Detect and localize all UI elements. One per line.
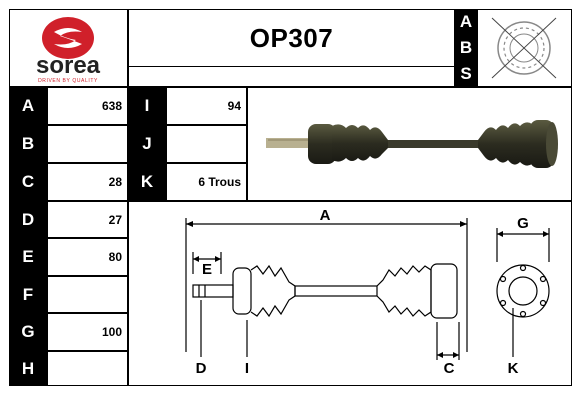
title-subcell bbox=[128, 66, 455, 87]
dim-label-i: I bbox=[245, 360, 249, 377]
row-value-b bbox=[47, 125, 128, 163]
row-label-k: K bbox=[128, 163, 166, 201]
row-label-j: J bbox=[128, 125, 166, 163]
row-value-k: 6 Trous bbox=[166, 163, 247, 201]
abs-ring-crossed-icon bbox=[491, 17, 557, 79]
row-value-h bbox=[47, 351, 128, 386]
row-label-a: A bbox=[9, 87, 47, 125]
dim-label-e: E bbox=[202, 261, 212, 278]
dim-label-g: G bbox=[517, 215, 529, 232]
product-photo-cell bbox=[247, 87, 572, 201]
row-value-c: 28 bbox=[47, 163, 128, 201]
dim-label-c: C bbox=[444, 360, 455, 377]
row-label-d: D bbox=[9, 201, 47, 238]
row-value-a: 638 bbox=[47, 87, 128, 125]
row-label-c: C bbox=[9, 163, 47, 201]
row-label-e: E bbox=[9, 238, 47, 276]
part-number-title: OP307 bbox=[128, 9, 455, 67]
abs-letter-a: A bbox=[455, 9, 477, 35]
row-value-g: 100 bbox=[47, 313, 128, 351]
dim-label-a: A bbox=[320, 207, 331, 224]
row-value-e: 80 bbox=[47, 238, 128, 276]
row-label-h: H bbox=[9, 351, 47, 386]
row-label-i: I bbox=[128, 87, 166, 125]
logo-swirl bbox=[54, 28, 82, 48]
abs-ring-cell bbox=[477, 9, 572, 87]
row-value-i: 94 bbox=[166, 87, 247, 125]
shaft-drawing bbox=[192, 263, 550, 319]
drive-shaft-photo bbox=[266, 120, 558, 168]
dimension-diagram-cell: A E G D I C K bbox=[128, 201, 572, 386]
logo-badge bbox=[42, 17, 94, 59]
row-value-d: 27 bbox=[47, 201, 128, 238]
row-label-f: F bbox=[9, 276, 47, 313]
logo-wordmark: sorea bbox=[36, 52, 101, 79]
row-value-j bbox=[166, 125, 247, 163]
logo-cell: sorea DRIVEN BY QUALITY bbox=[9, 9, 128, 87]
dim-label-k: K bbox=[508, 360, 519, 377]
row-label-g: G bbox=[9, 313, 47, 351]
logo-tagline: DRIVEN BY QUALITY bbox=[38, 78, 98, 84]
row-value-f bbox=[47, 276, 128, 313]
row-label-b: B bbox=[9, 125, 47, 163]
dimension-diagram: A E G D I C K bbox=[185, 207, 550, 377]
abs-letter-s: S bbox=[455, 61, 477, 87]
abs-letter-b: B bbox=[455, 35, 477, 61]
dim-label-d: D bbox=[196, 360, 207, 377]
sorea-logo: sorea DRIVEN BY QUALITY bbox=[36, 17, 101, 84]
